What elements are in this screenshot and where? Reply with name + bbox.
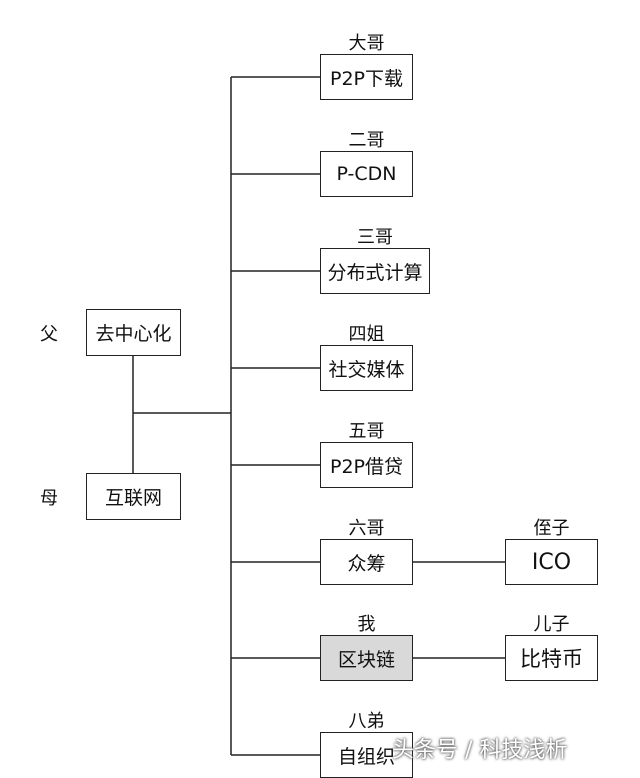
child-relation-label: 四姐 (348, 324, 385, 345)
offspring-box: 比特币 (505, 635, 598, 681)
child-relation-label: 六哥 (348, 518, 385, 539)
father-label: 父 (40, 324, 58, 345)
mother-box: 互联网 (86, 473, 181, 520)
self-box-highlighted: 区块链 (320, 635, 413, 681)
child-box: 分布式计算 (320, 248, 430, 294)
offspring-relation-label: 侄子 (533, 518, 570, 539)
self-relation-label: 我 (357, 614, 376, 635)
mother-label: 母 (40, 488, 58, 509)
child-box: P2P下载 (320, 54, 413, 100)
child-box: 众筹 (320, 539, 413, 585)
offspring-relation-label: 儿子 (533, 614, 570, 635)
child-relation-label: 八弟 (348, 711, 385, 732)
child-box: 社交媒体 (320, 345, 413, 391)
offspring-box: ICO (505, 539, 598, 585)
child-relation-label: 三哥 (357, 227, 393, 248)
child-relation-label: 大哥 (348, 33, 385, 54)
child-box: P2P借贷 (320, 442, 413, 488)
child-box: 自组织 (320, 732, 413, 778)
child-relation-label: 二哥 (348, 130, 385, 151)
watermark-text: 头条号 / 科技浅析 (392, 738, 568, 763)
father-box: 去中心化 (86, 309, 181, 356)
child-relation-label: 五哥 (348, 421, 385, 442)
child-box: P-CDN (320, 151, 413, 197)
